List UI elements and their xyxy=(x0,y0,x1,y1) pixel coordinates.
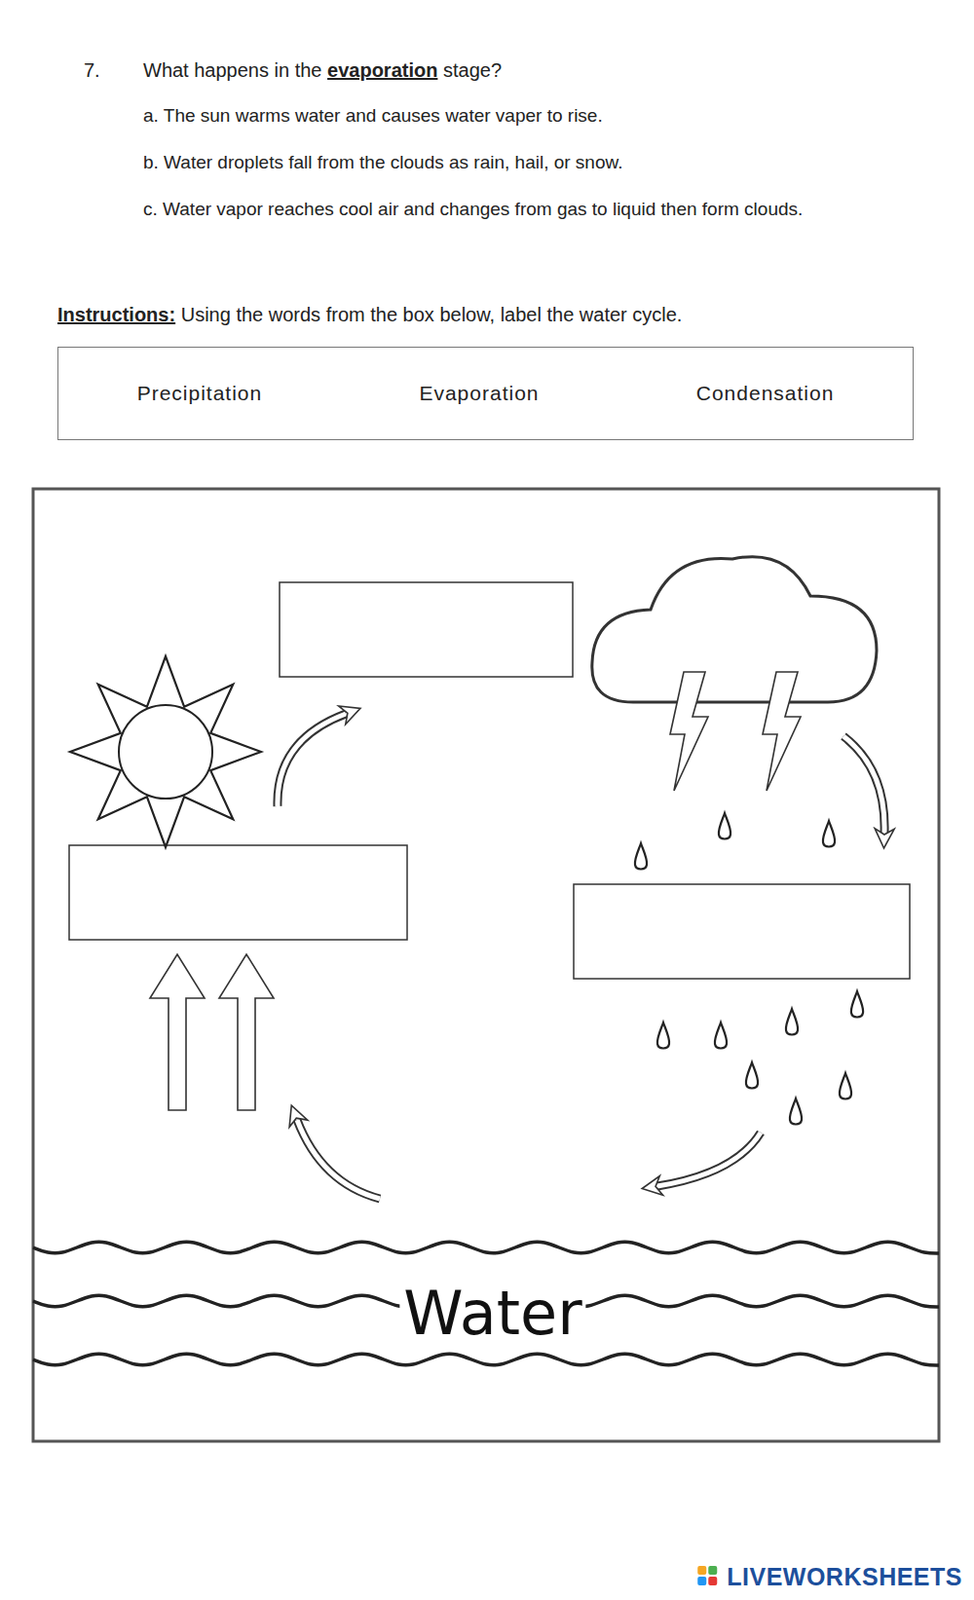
question-number: 7. xyxy=(83,59,101,82)
keyword: evaporation xyxy=(327,59,438,81)
raindrop xyxy=(786,1009,798,1036)
raindrop xyxy=(657,1022,670,1049)
evaporation-arrows xyxy=(149,954,274,1111)
cloud xyxy=(592,557,877,703)
water-label: Water xyxy=(399,1283,586,1345)
logo-square xyxy=(708,1566,717,1575)
logo-square xyxy=(697,1566,707,1575)
word-bank-box: Precipitation Evaporation Condensation xyxy=(57,346,914,441)
word-bank-term: Condensation xyxy=(696,381,835,406)
cycle-arrows xyxy=(277,713,885,1199)
answer-option: b. Water droplets fall from the clouds a… xyxy=(143,151,623,174)
sun xyxy=(70,656,262,848)
word-bank-term: Evaporation xyxy=(418,381,539,406)
raindrop xyxy=(718,813,731,840)
raindrop xyxy=(714,1022,727,1049)
blank-box xyxy=(573,884,910,979)
raindrop xyxy=(746,1062,758,1089)
water-waves xyxy=(33,1241,939,1366)
raindrop xyxy=(839,1073,852,1100)
watermark: LIVEWORKSHEETS xyxy=(726,1563,963,1592)
raindrop xyxy=(823,821,835,848)
wave-line xyxy=(33,1353,939,1366)
raindrop xyxy=(851,991,863,1018)
raindrop xyxy=(789,1098,802,1125)
wave-line xyxy=(33,1241,939,1254)
question-text: stage? xyxy=(443,59,502,81)
instruction-line: Instructions:Using the words from the bo… xyxy=(57,303,688,327)
question-line: What happens in theevaporationstage? xyxy=(143,59,508,82)
blank-box xyxy=(279,582,573,677)
sun-disc xyxy=(118,705,213,799)
answer-option: c. Water vapor reaches cool air and chan… xyxy=(143,198,803,221)
blank-box xyxy=(69,845,408,940)
logo-icon xyxy=(697,1566,717,1586)
logo-square xyxy=(697,1576,707,1586)
sun-rays xyxy=(70,656,262,848)
logo-square xyxy=(708,1576,717,1586)
answer-option: a. The sun warms water and causes water … xyxy=(143,105,603,127)
instruction-heading: Instructions: xyxy=(57,303,176,326)
diagram-frame xyxy=(33,488,939,1442)
lightning xyxy=(670,672,801,791)
instruction-text: Using the words from the box below, labe… xyxy=(181,303,683,326)
raindrop xyxy=(635,843,647,870)
question-text: What happens in the xyxy=(143,59,322,81)
word-bank-term: Precipitation xyxy=(137,381,263,406)
raindrops xyxy=(635,813,863,1125)
